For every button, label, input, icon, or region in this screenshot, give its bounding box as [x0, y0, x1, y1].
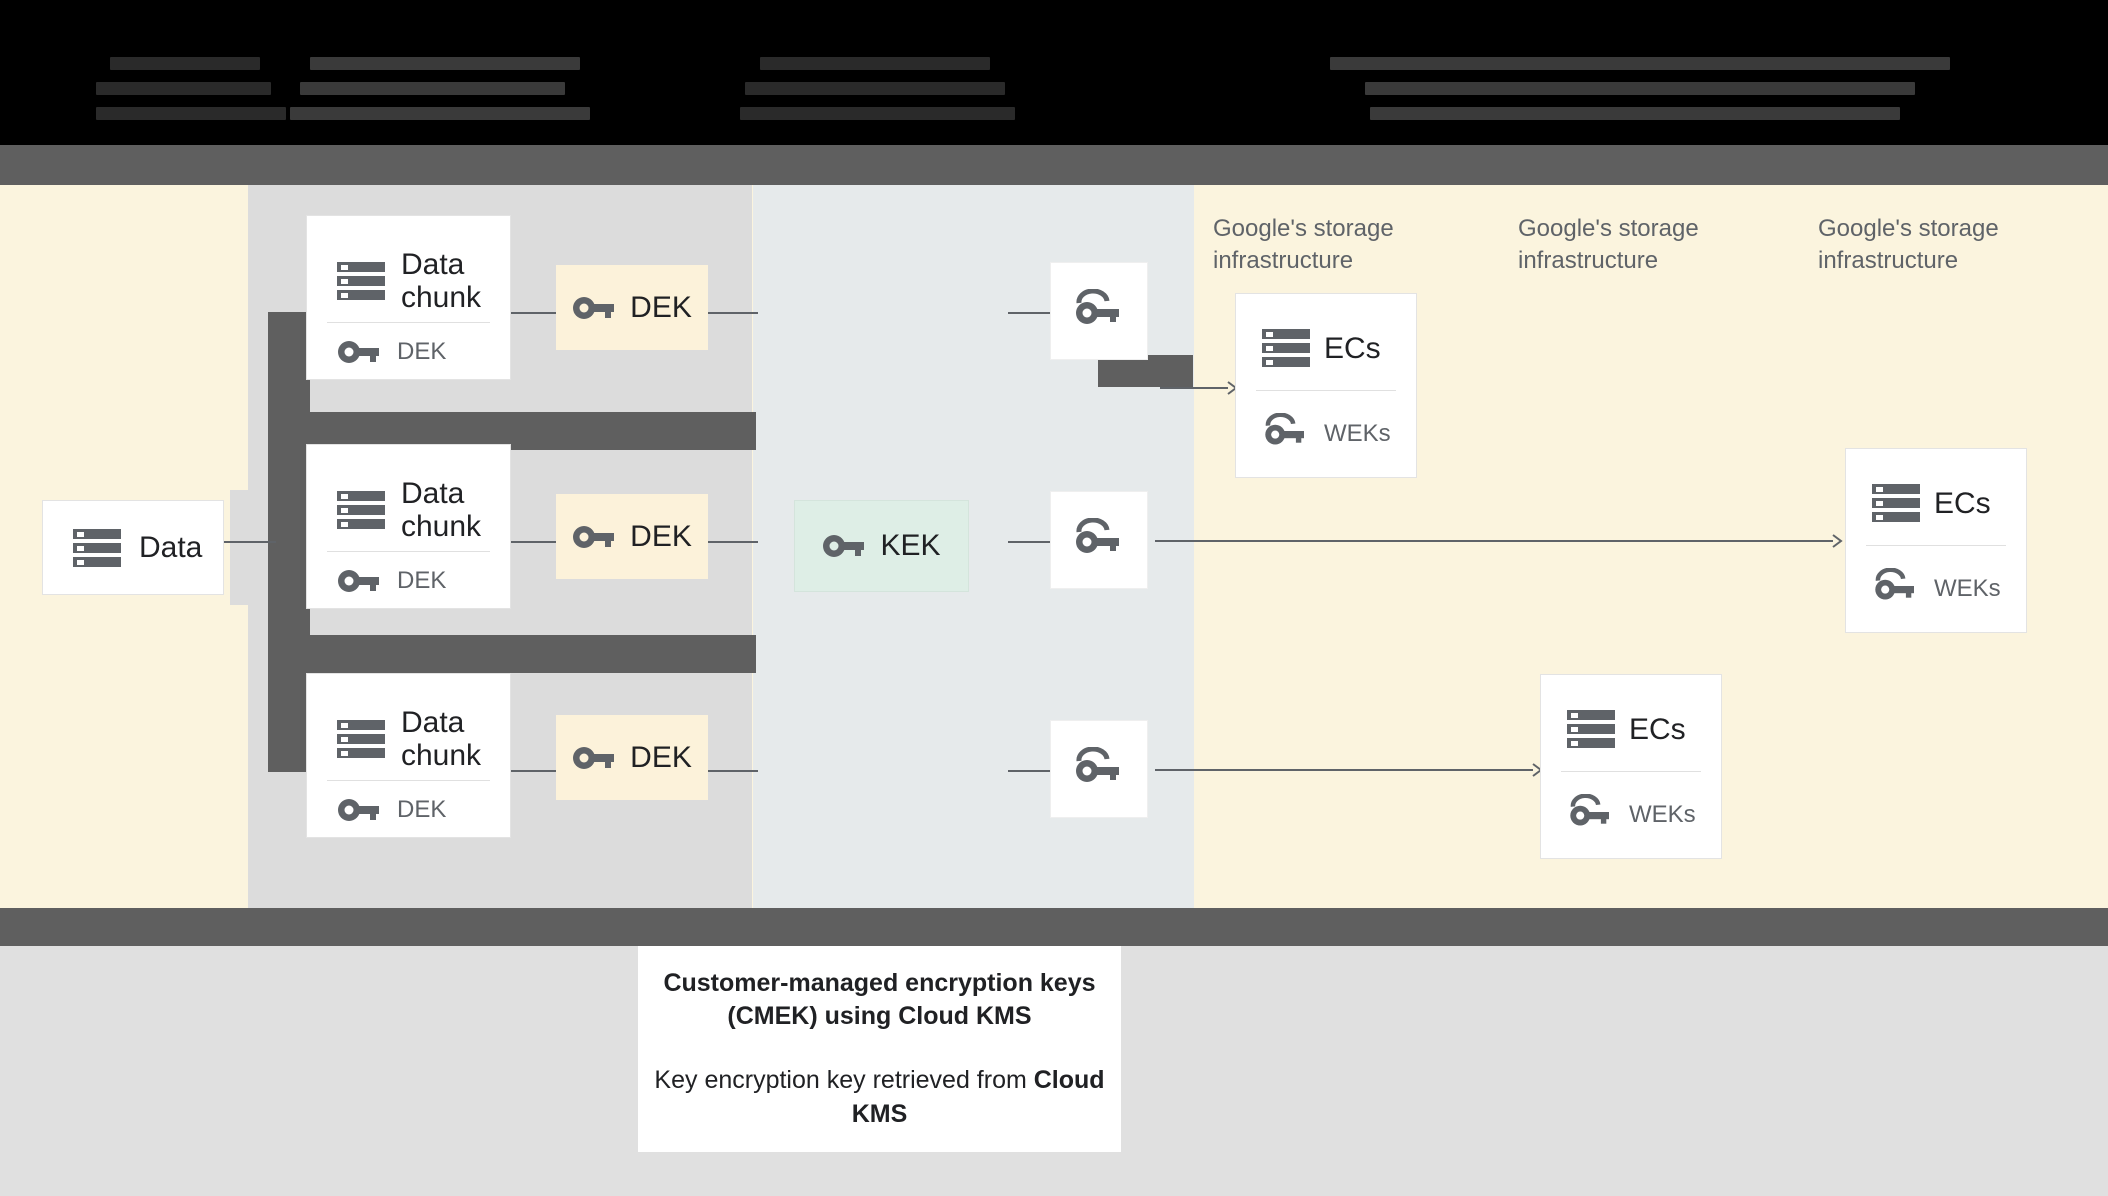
- key-icon: [337, 337, 381, 367]
- key-icon: [572, 743, 616, 773]
- ecs-key-label: WEKs: [1934, 574, 2001, 602]
- card-divider: [1866, 545, 2006, 546]
- connector-dek1-right: [708, 312, 758, 314]
- database-icon: [337, 261, 385, 301]
- database-icon: [1262, 328, 1310, 368]
- chunk-key-label: DEK: [397, 338, 447, 365]
- data-chunk-card-3[interactable]: Data chunk DEK: [306, 673, 511, 838]
- chunk-key-label: DEK: [397, 567, 447, 594]
- database-icon: [73, 528, 121, 568]
- wek1-dark-stub: [1098, 355, 1193, 387]
- dek-box-2[interactable]: DEK: [556, 494, 708, 579]
- connector-dek3-right: [708, 770, 758, 772]
- wrapped-key-box-3[interactable]: [1050, 720, 1148, 818]
- storage-infrastructure-label-1: Google's storage infrastructure: [1213, 215, 1394, 274]
- arrow-to-ecs-2: [1155, 534, 1843, 548]
- wrapped-key-box-2[interactable]: [1050, 491, 1148, 589]
- caption-heading: Customer-managed encryption keys (CMEK) …: [663, 968, 1096, 1031]
- ecs-key-label: WEKs: [1629, 800, 1696, 828]
- connector-data-to-bracket: [224, 541, 276, 543]
- caption-box: Customer-managed encryption keys (CMEK) …: [638, 946, 1121, 1152]
- database-icon: [337, 719, 385, 759]
- connector-dek2-right: [708, 541, 758, 543]
- storage-infrastructure-label-3: Google's storage infrastructure: [1818, 215, 1999, 274]
- header-black-band: [0, 0, 2108, 145]
- fanout-bracket-row-1: [268, 412, 756, 450]
- caption-body: Key encryption key retrieved from Cloud …: [638, 1064, 1121, 1132]
- connector-kek-to-wek1: [1008, 312, 1056, 314]
- wrapped-key-icon: [1262, 412, 1310, 454]
- wrapped-key-box-1[interactable]: [1050, 262, 1148, 360]
- ecs-title: ECs: [1934, 486, 1991, 520]
- caption-body-prefix: Key encryption key retrieved from: [654, 1066, 1034, 1094]
- key-icon: [822, 531, 866, 561]
- wrapped-key-icon: [1567, 793, 1615, 835]
- data-chunk-card-1[interactable]: Data chunk DEK: [306, 215, 511, 380]
- ecs-card-1[interactable]: ECs WEKs: [1235, 293, 1417, 478]
- connector-chunk3-to-dek3: [511, 770, 561, 772]
- database-icon: [1872, 483, 1920, 523]
- connector-chunk1-to-dek1: [511, 312, 561, 314]
- wrapped-key-icon: [1073, 287, 1125, 334]
- wrapped-key-icon: [1073, 745, 1125, 792]
- chunk-title: Data chunk: [401, 248, 482, 314]
- key-icon: [337, 795, 381, 825]
- kek-box[interactable]: KEK: [794, 500, 969, 592]
- ecs-title: ECs: [1324, 331, 1381, 365]
- dek-label: DEK: [630, 519, 692, 553]
- card-divider: [327, 322, 490, 323]
- database-icon: [1567, 709, 1615, 749]
- arrow-to-ecs-3: [1155, 763, 1543, 777]
- card-divider: [327, 780, 490, 781]
- kek-label: KEK: [880, 529, 941, 562]
- header-gray-band: [0, 145, 2108, 185]
- ecs-card-3[interactable]: ECs WEKs: [1540, 674, 1722, 859]
- connector-kek-to-wek3: [1008, 770, 1056, 772]
- ecs-key-label: WEKs: [1324, 419, 1391, 447]
- card-divider: [1561, 771, 1701, 772]
- card-divider: [327, 551, 490, 552]
- wrapped-key-icon: [1872, 567, 1920, 609]
- data-chunk-card-2[interactable]: Data chunk DEK: [306, 444, 511, 609]
- chunk-key-label: DEK: [397, 796, 447, 823]
- ecs-title: ECs: [1629, 712, 1686, 746]
- caption-body-bold: Cloud KMS: [851, 1066, 1105, 1128]
- data-card[interactable]: Data: [42, 500, 224, 595]
- connector-chunk2-to-dek2: [511, 541, 561, 543]
- card-divider: [1256, 390, 1396, 391]
- wrapped-key-icon: [1073, 516, 1125, 563]
- connector-kek-to-wek2: [1008, 541, 1056, 543]
- key-icon: [572, 522, 616, 552]
- data-card-label: Data: [139, 531, 203, 564]
- dek-box-1[interactable]: DEK: [556, 265, 708, 350]
- storage-infrastructure-label-2: Google's storage infrastructure: [1518, 215, 1699, 274]
- chunk-title: Data chunk: [401, 706, 482, 772]
- chunk-title: Data chunk: [401, 477, 482, 543]
- dek-label: DEK: [630, 290, 692, 324]
- footer-gray-band: [0, 908, 2108, 946]
- fanout-bracket-row-2: [268, 635, 756, 673]
- ecs-card-2[interactable]: ECs WEKs: [1845, 448, 2027, 633]
- database-icon: [337, 490, 385, 530]
- key-icon: [572, 293, 616, 323]
- dek-label: DEK: [630, 740, 692, 774]
- dek-box-3[interactable]: DEK: [556, 715, 708, 800]
- key-icon: [337, 566, 381, 596]
